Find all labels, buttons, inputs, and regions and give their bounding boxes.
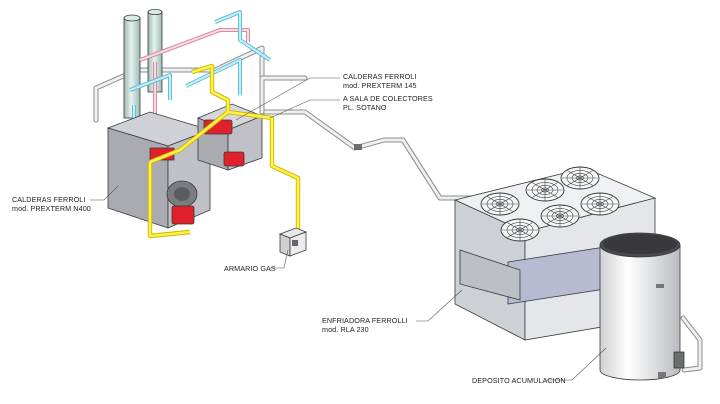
fan-icon <box>500 218 540 242</box>
fitting-icon <box>658 372 666 378</box>
chimney-left <box>123 17 141 119</box>
fan-icon <box>480 192 520 216</box>
fan-icon <box>580 192 620 216</box>
gas-cabinet <box>278 227 308 257</box>
label-enfriadora-model: mod. RLA 230 <box>322 325 369 334</box>
burner-icon <box>171 205 195 225</box>
boiler-prexterm-n400 <box>106 111 212 229</box>
gas-pipe <box>147 63 301 239</box>
boiler-prexterm-145 <box>196 103 264 171</box>
label-planta-sotano: PL. SOTANO <box>343 103 387 112</box>
leader-lines <box>90 77 607 381</box>
water-pipes <box>129 10 272 145</box>
label-calderas-n400-model: mod. PREXTERM N400 <box>12 204 91 213</box>
valve-icon <box>354 144 362 150</box>
chiller-fans <box>480 166 620 242</box>
label-enfriadora-title: ENFRIADORA FERROLLI <box>322 316 408 325</box>
storage-tank <box>599 232 685 381</box>
label-calderas-145-title: CALDERAS FERROLI <box>343 72 417 81</box>
label-calderas-145-model: mod. PREXTERM 145 <box>343 81 417 90</box>
labels: CALDERAS FERROLI mod. PREXTERM 145 A SAL… <box>12 72 566 385</box>
burner-icon <box>223 151 245 167</box>
fan-icon <box>560 166 600 190</box>
label-calderas-n400-title: CALDERAS FERROLI <box>12 195 86 204</box>
label-armario-gas: ARMARIO GAS <box>224 264 276 273</box>
label-deposito: DEPOSITO ACUMULACION <box>472 376 566 385</box>
valve-icon <box>673 351 685 369</box>
fitting-icon <box>656 284 664 288</box>
fan-icon <box>525 178 565 202</box>
valve-icon <box>292 240 298 246</box>
fan-icon <box>540 204 580 228</box>
grey-pipe-network <box>93 45 703 373</box>
label-sala-colectores: A SALA DE COLECTORES <box>343 94 433 103</box>
